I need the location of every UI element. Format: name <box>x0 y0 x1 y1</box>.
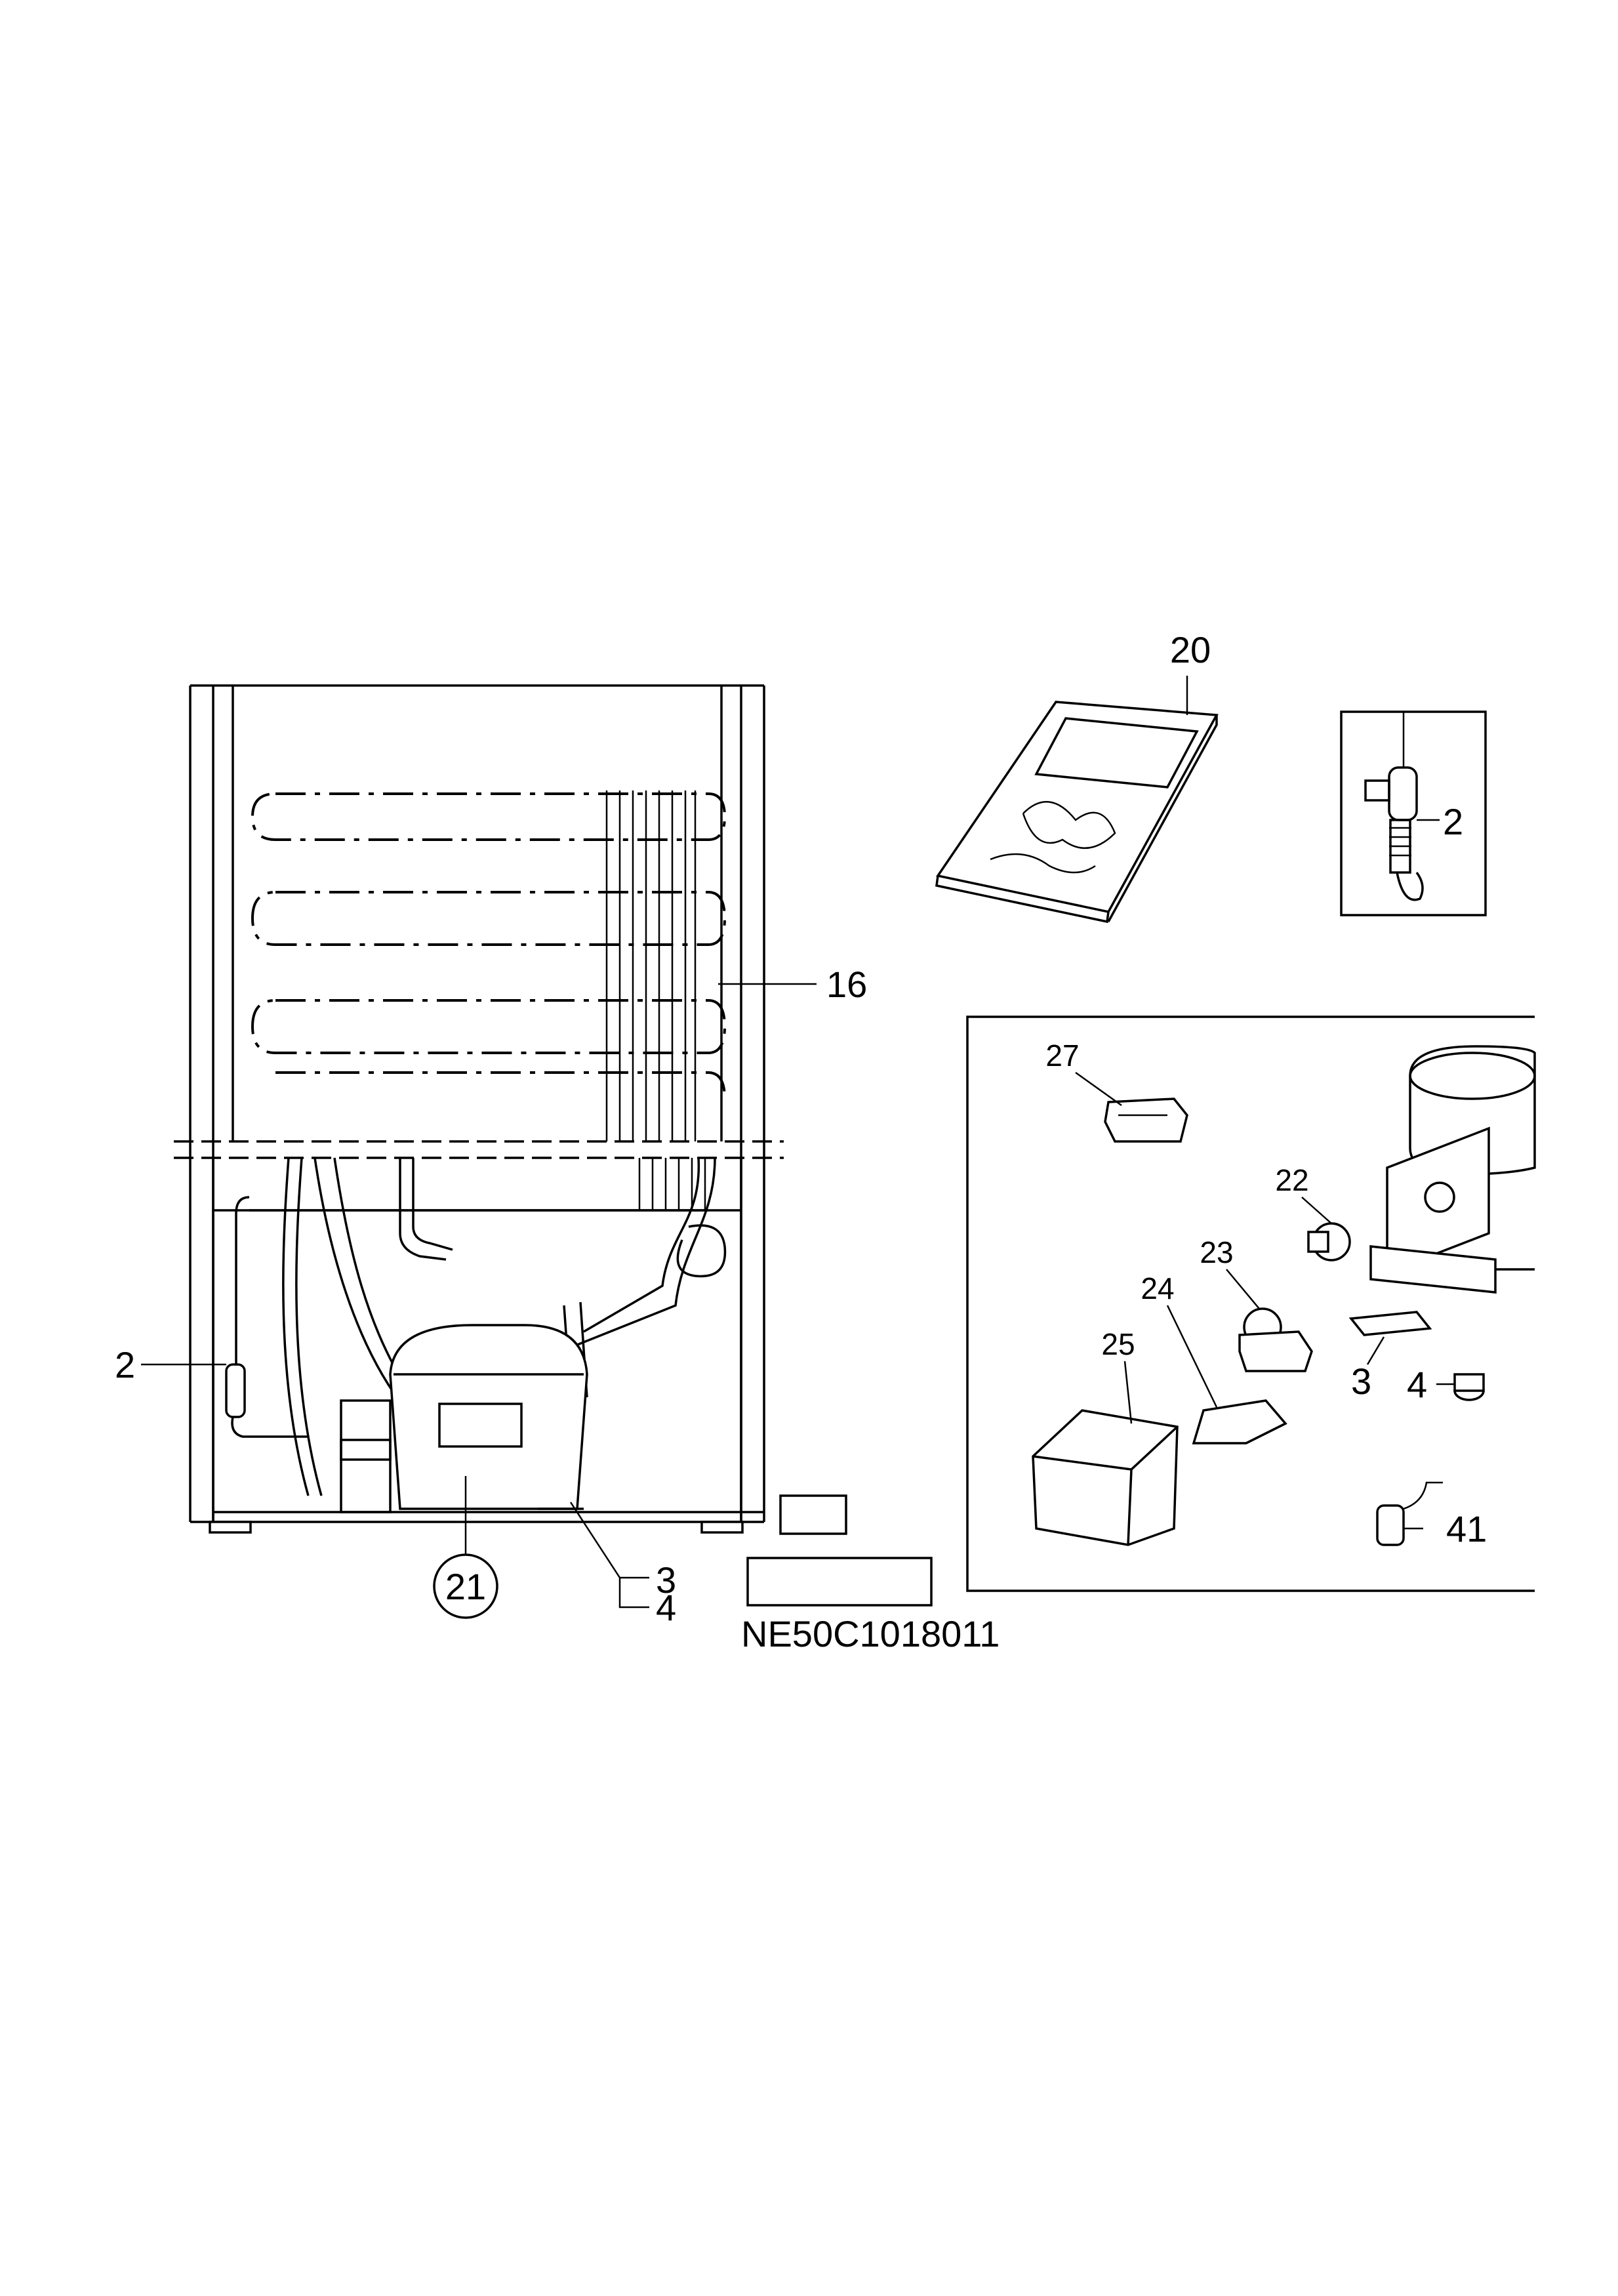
thermostat-sensor <box>225 1363 308 1438</box>
callout-41: 41 <box>1446 1508 1487 1549</box>
callout-25: 25 <box>1101 1327 1135 1361</box>
diagram-code: NE50C1018011 <box>741 1613 1000 1654</box>
callout-20: 20 <box>1170 629 1211 670</box>
callout-4: 4 <box>656 1587 676 1628</box>
sensor-detail-inset <box>1340 710 1487 916</box>
part-41-capacitor <box>1376 1481 1443 1546</box>
appliance-rear-view <box>141 684 817 1619</box>
part-22-overload <box>1301 1197 1351 1261</box>
part-25-terminal-cover <box>1032 1361 1179 1546</box>
callout-2: 2 <box>115 1344 135 1385</box>
callout-circle-21 <box>433 1553 498 1619</box>
callout-3-detail: 3 <box>1351 1361 1371 1402</box>
electrical-detail-box <box>966 1015 1536 1592</box>
callout-27: 27 <box>1045 1038 1079 1073</box>
part-4-sleeve <box>1436 1373 1485 1401</box>
instruction-manual <box>935 676 1219 924</box>
rating-label-large <box>746 1557 933 1607</box>
rating-label-small <box>779 1494 847 1535</box>
condenser-coil <box>251 790 727 1210</box>
part-27-connector <box>1075 1071 1188 1143</box>
callout-16: 16 <box>826 964 867 1005</box>
part-3-grommet <box>1348 1311 1432 1365</box>
callout-2-inset: 2 <box>1443 801 1463 842</box>
callout-24: 24 <box>1141 1271 1174 1305</box>
callout-23: 23 <box>1200 1235 1233 1269</box>
part-24-cover <box>1166 1305 1287 1445</box>
compressor <box>340 1324 588 1513</box>
callout-21: 21 <box>445 1566 486 1607</box>
callout-22: 22 <box>1275 1163 1308 1197</box>
callout-3: 3 <box>656 1559 676 1601</box>
callout-4-detail: 4 <box>1407 1364 1427 1405</box>
part-23-relay <box>1226 1269 1313 1372</box>
leader-3-4 <box>569 1502 649 1609</box>
